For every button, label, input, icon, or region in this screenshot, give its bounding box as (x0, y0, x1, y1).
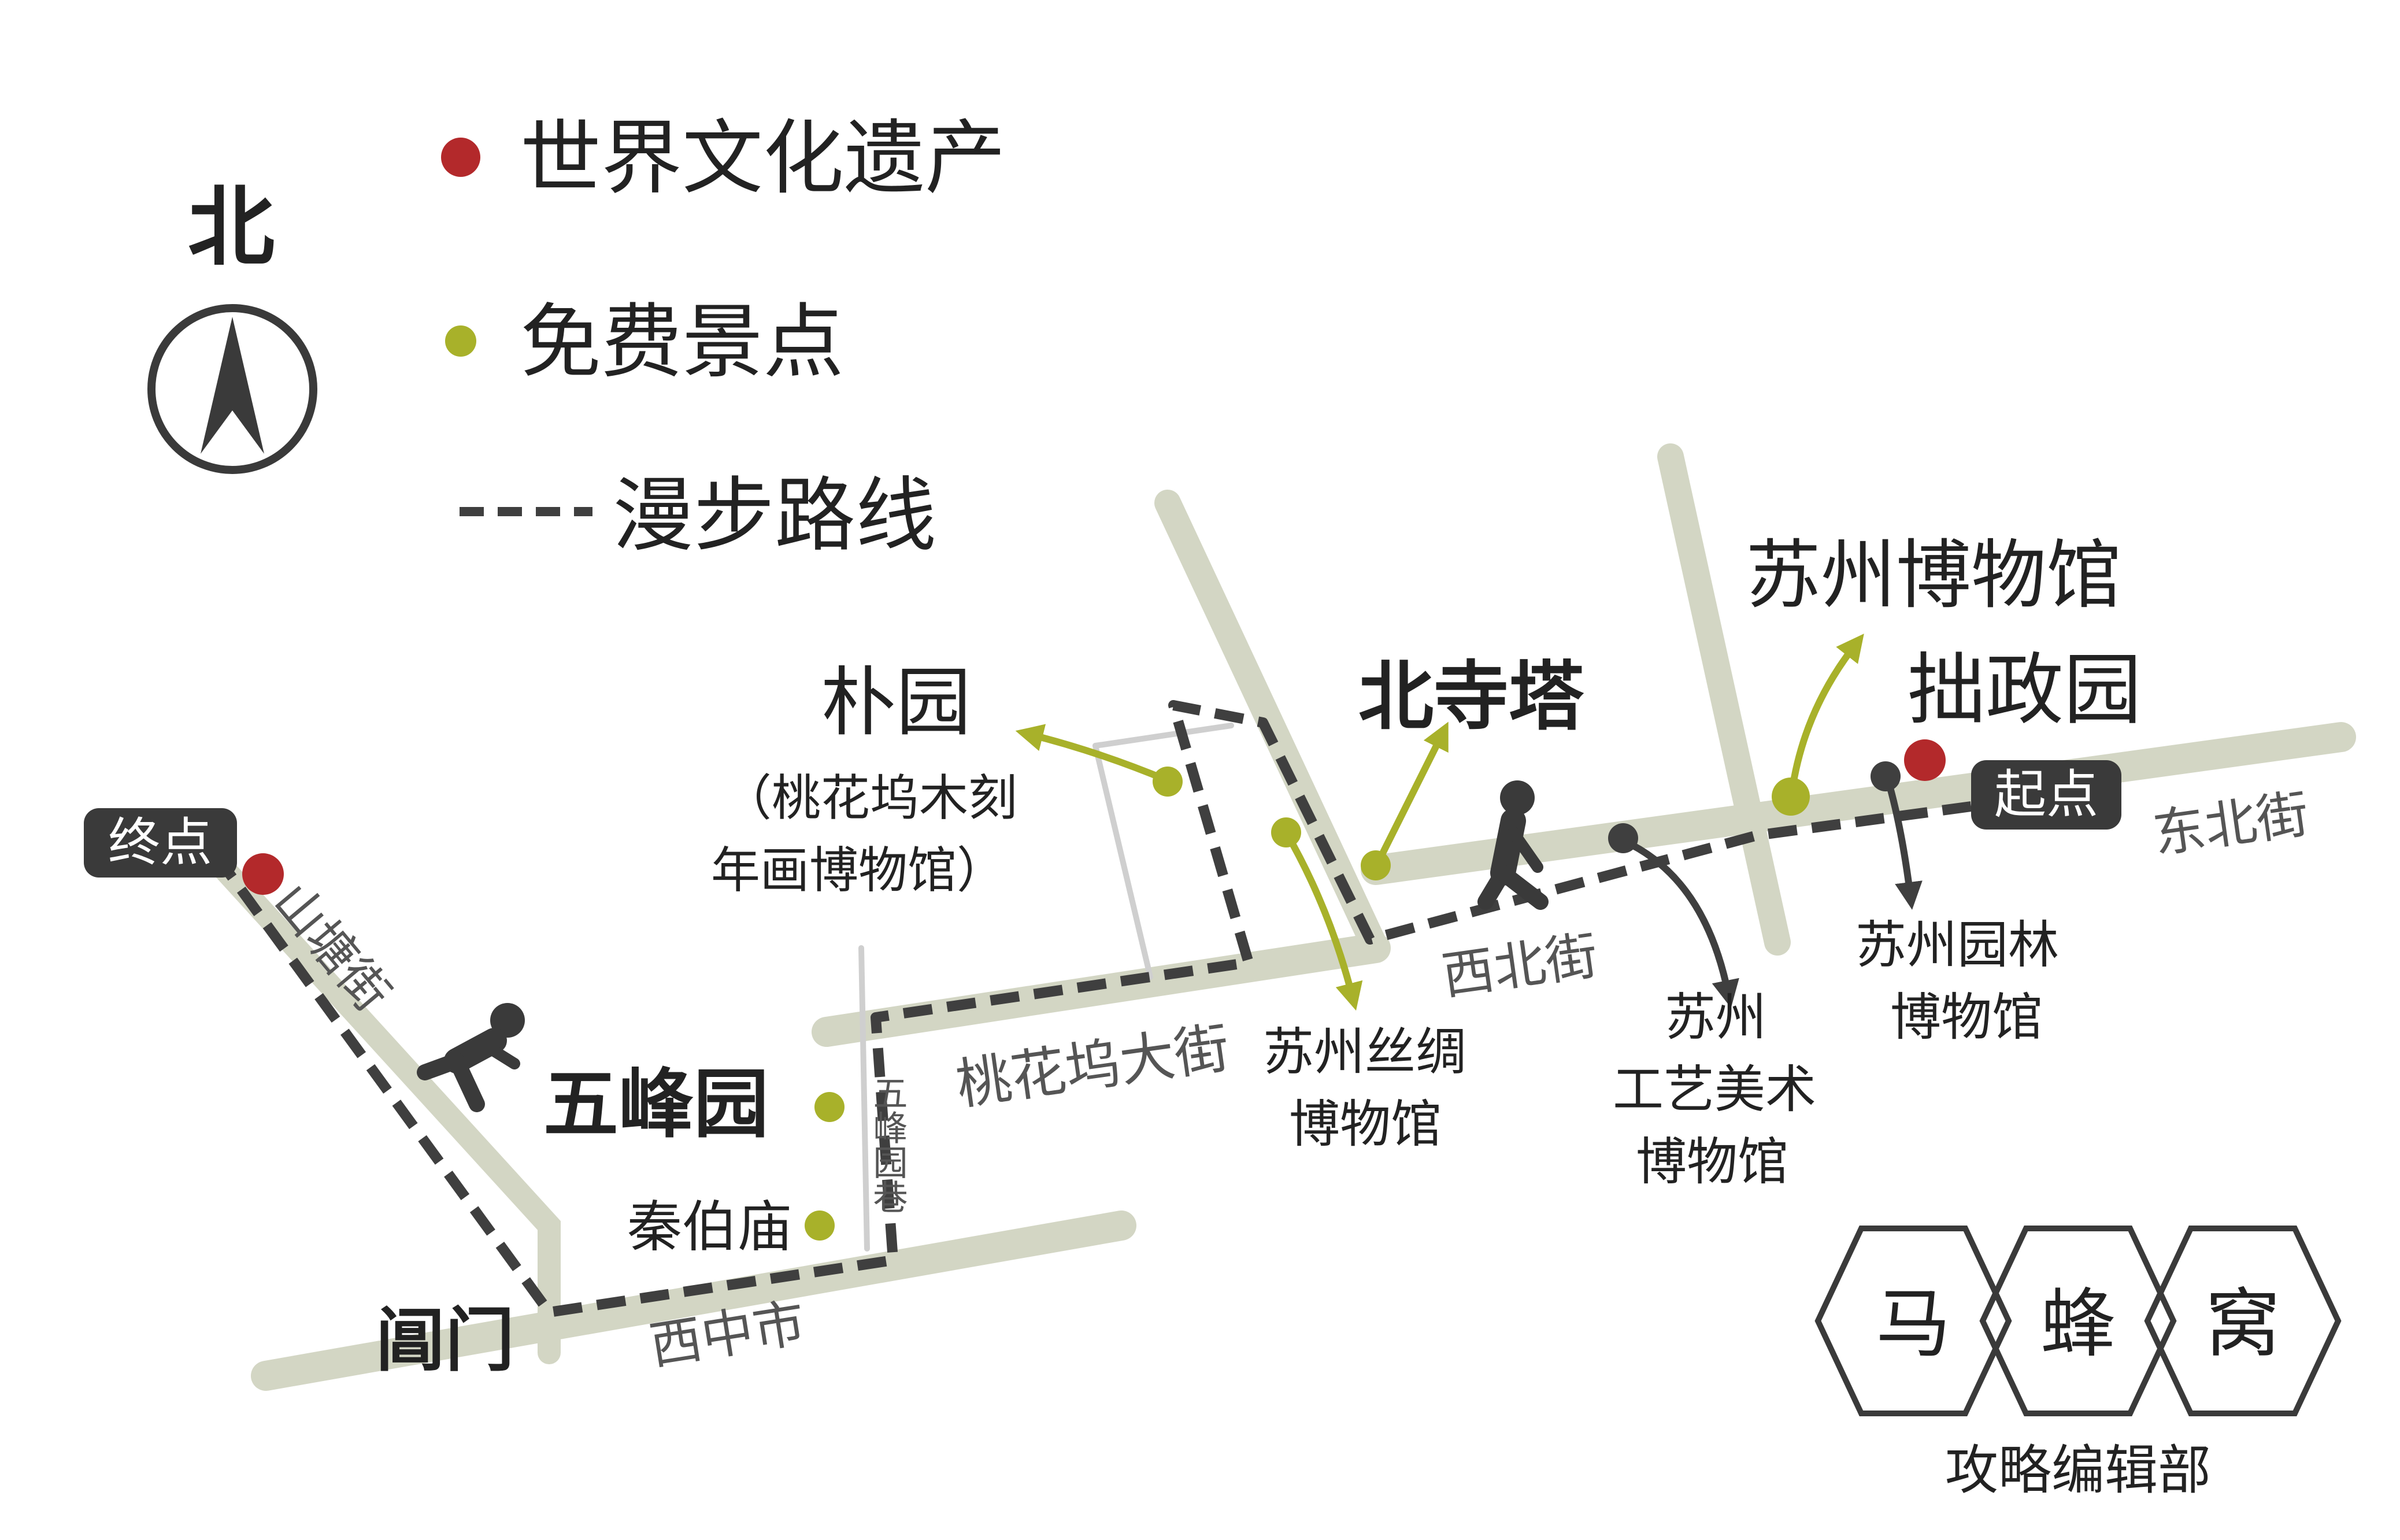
legend-route-label: 漫步路线 (613, 469, 936, 563)
label-wufengyuan: 五峰园 (543, 1060, 769, 1148)
dot-suzhou-museum-icon (1772, 778, 1810, 816)
logo-char-2: 蜂 (2040, 1280, 2116, 1368)
dot-garden-museum-icon (1871, 761, 1901, 791)
logo-hex-3-icon (2144, 1226, 2342, 1416)
compass: 北 (147, 177, 317, 474)
logo-hex-1-icon (1814, 1226, 2012, 1416)
label-puyuan-sub2: 年画博物馆） (711, 842, 1006, 899)
legend-heritage-dot-icon (441, 138, 480, 177)
arrow-crafts-museum-icon (1621, 838, 1739, 1008)
end-badge-bg (84, 808, 237, 878)
walker-right-icon (1477, 780, 1549, 910)
lane-box-left (1092, 743, 1153, 980)
street-wufengyuan-lane: 五峰园巷 (867, 1075, 908, 1214)
lane-box-top (1092, 723, 1234, 749)
street-dongbei: 东北街 (2149, 783, 2312, 865)
arrow-silk-museum-icon (1283, 829, 1363, 1011)
poi-dots (242, 739, 1946, 1241)
logo-subtitle: 攻略编辑部 (1945, 1439, 2211, 1501)
label-garden-museum-2: 博物馆 (1890, 987, 2043, 1047)
label-puyuan: 朴园 (821, 658, 971, 746)
arrow-beisita-icon (1372, 721, 1449, 871)
end-badge: 终点 (84, 808, 237, 878)
road-xibei-dongbei (1361, 722, 2356, 885)
dot-zhuozhengyuan-icon (1904, 739, 1946, 781)
arrow-suzhou-museum-icon (1788, 634, 1864, 795)
dot-silk-museum-icon (1271, 817, 1301, 847)
walker-left-icon (417, 1003, 525, 1112)
lane-wufeng (858, 945, 870, 1252)
logo (1814, 1226, 2342, 1416)
north-arrow-icon (201, 317, 264, 454)
legend-free-dot-icon (445, 325, 476, 357)
legend-free-label: 免费景点 (520, 295, 844, 390)
legend: 世界文化遗产 免费景点 漫步路线 (441, 112, 1006, 563)
road-xizhongshi (251, 1210, 1136, 1391)
label-puyuan-sub1: （桃花坞木刻 (723, 770, 1017, 827)
dot-beisita-icon (1361, 850, 1391, 880)
roads (179, 443, 2356, 1391)
dot-qinbomiao-icon (805, 1210, 835, 1241)
compass-north-label: 北 (188, 177, 275, 278)
logo-hex-2-icon (1979, 1226, 2177, 1416)
label-silk-museum-1: 苏州丝绸 (1263, 1022, 1466, 1082)
logo-char-1: 马 (1876, 1280, 1951, 1368)
logo-char-3: 窝 (2205, 1280, 2280, 1368)
label-crafts-museum-1: 苏州 (1665, 987, 1766, 1047)
label-silk-museum-2: 博物馆 (1289, 1094, 1442, 1154)
dot-crafts-museum-icon (1608, 823, 1638, 853)
road-shantang (179, 821, 561, 1364)
compass-ring-icon (147, 304, 317, 474)
arrow-puyuan-icon (1015, 724, 1171, 784)
label-crafts-museum-3: 博物馆 (1636, 1132, 1788, 1191)
road-vertical (1657, 443, 1791, 956)
label-changmen: 阊门 (376, 1301, 514, 1381)
label-zhuozhengyuan: 拙政园 (1908, 645, 2142, 735)
label-crafts-museum-2: 工艺美术 (1613, 1060, 1816, 1119)
start-badge-bg (1971, 760, 2121, 830)
walking-route (195, 700, 1972, 1317)
label-garden-museum-1: 苏州园林 (1855, 915, 2059, 975)
street-taohuawu: 桃花坞大街 (953, 1016, 1234, 1117)
dot-wufengyuan-icon (814, 1092, 845, 1122)
route-path (195, 700, 1972, 1317)
label-qinbomiao: 秦伯庙 (627, 1195, 792, 1259)
label-beisita: 北寺塔 (1358, 653, 1584, 741)
start-badge-label: 起点 (1994, 764, 2098, 825)
legend-heritage-label: 世界文化遗产 (520, 112, 1006, 206)
dot-end-heritage-icon (242, 853, 284, 895)
end-badge-label: 终点 (108, 812, 212, 873)
start-badge: 起点 (1971, 760, 2121, 830)
road-diagonal (1154, 490, 1389, 961)
road-taohuawu (812, 933, 1391, 1047)
logo-text: 马 蜂 窝 攻略编辑部 (1876, 1280, 2280, 1501)
dot-puyuan-icon (1153, 767, 1183, 797)
arrows (1015, 634, 1923, 1011)
street-xibei: 西北街 (1438, 925, 1601, 1007)
place-labels: 拙政园 苏州博物馆 苏州园林 博物馆 苏州 工艺美术 博物馆 北寺塔 苏州丝绸 … (376, 531, 2142, 1381)
label-suzhou-museum: 苏州博物馆 (1746, 531, 2121, 619)
